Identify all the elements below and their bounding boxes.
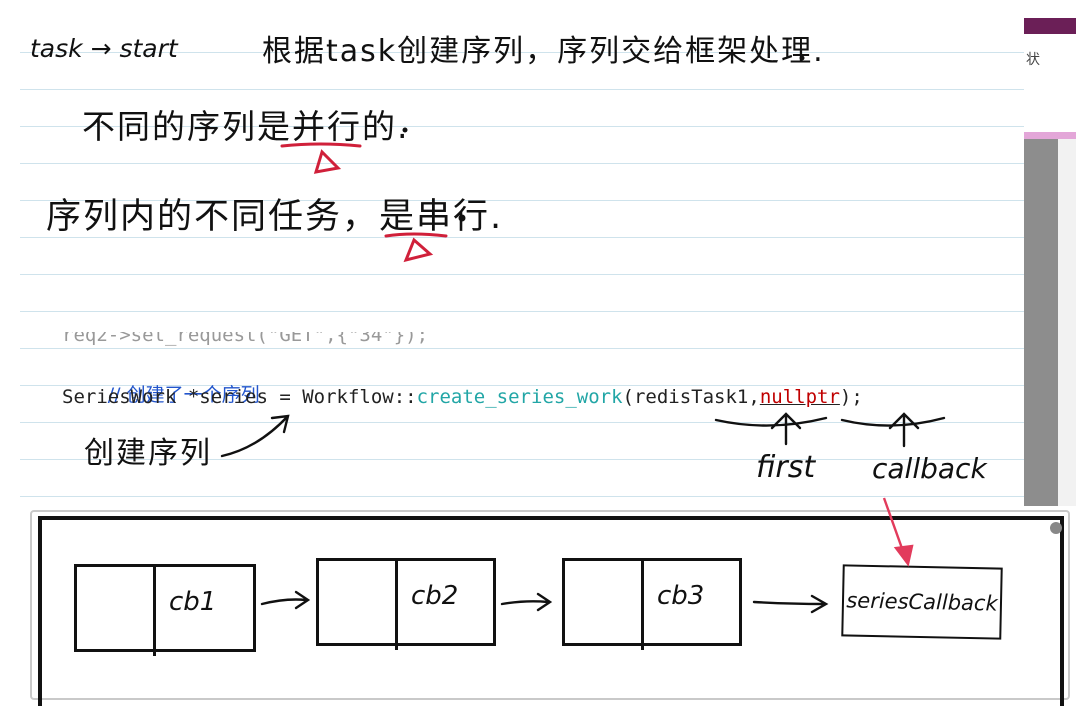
code-comment: // 创建了一个序列 [107, 384, 260, 406]
diagram-border [38, 516, 1064, 706]
code-fn-create-series-work: create_series_work [416, 386, 623, 408]
code-stmt-prefix: SeriesWork *series = Workflow:: [62, 386, 417, 408]
code-arg-nullptr: nullptr [759, 386, 840, 408]
series-node-label: cb1 [169, 587, 217, 617]
node-divider [641, 558, 644, 650]
note-line-parallel: 不同的序列是并行的. [82, 107, 410, 146]
ribbon-tab-shape[interactable]: 状 [1026, 52, 1040, 68]
code-arg-redistask: redisTask1 [633, 386, 749, 408]
series-callback-node: seriesCallback [841, 564, 1003, 640]
node-divider [153, 564, 156, 656]
code-comma: , [748, 386, 760, 408]
resize-handle-icon[interactable] [1050, 522, 1062, 534]
code-paren-open: ( [622, 386, 634, 408]
code-partial-line: req2->set_request("GET",{"34"}); [62, 332, 562, 354]
series-node-1: cb1 [74, 564, 256, 656]
series-node-label: cb2 [411, 581, 459, 611]
vertical-scrollbar[interactable] [1058, 139, 1076, 506]
code-paren-close: ); [839, 386, 863, 408]
section-color-strip [1024, 132, 1076, 139]
code-partial-text: req2->set_request("GET",{"34"}); [62, 332, 429, 346]
note-header-right: 根据task创建序列，序列交给框架处理. [262, 34, 825, 69]
page-list-panel [1024, 139, 1058, 506]
code-comment-line: // 创建了一个序列 [62, 358, 260, 429]
series-node-label: cb3 [657, 581, 705, 611]
series-node-2: cb2 [316, 558, 496, 650]
annotation-first: first [756, 450, 816, 485]
annotation-create-series: 创建序列 [84, 436, 212, 471]
note-line-serial: 序列内的不同任务，是串行. [46, 197, 504, 237]
node-divider [395, 558, 398, 650]
ribbon-accent-bar [1024, 18, 1076, 34]
series-node-3: cb3 [562, 558, 742, 650]
note-header-left: task → start [30, 34, 178, 63]
annotation-callback: callback [872, 452, 987, 485]
code-statement-line: SeriesWork *series = Workflow::create_se… [62, 386, 863, 408]
